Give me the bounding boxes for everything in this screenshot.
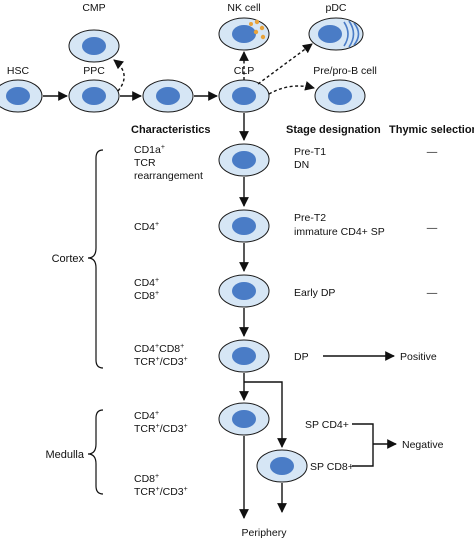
characteristic-text: TCR <box>134 423 156 435</box>
characteristic-superscript: + <box>156 486 160 493</box>
nk-label: NK cell <box>227 2 260 14</box>
characteristic-text: rearrangement <box>134 170 203 182</box>
characteristic-superscript: + <box>155 290 159 297</box>
cell-nk <box>218 17 270 51</box>
cmp-label: CMP <box>82 2 105 14</box>
stage-designation: DP <box>294 351 309 363</box>
cell-stage-early-dp <box>218 274 270 308</box>
characteristic-superscript: + <box>180 343 184 350</box>
preprob-label: Pre/pro-B cell <box>313 65 377 77</box>
arrow-clp-pdc <box>257 43 313 85</box>
thymic-selection-value: — <box>427 287 438 299</box>
positive-selection-label: Positive <box>400 351 437 363</box>
cell-cmp <box>68 29 120 63</box>
characteristic-text: /CD3 <box>160 486 184 498</box>
characteristic-line: TCR+/CD3+ <box>134 423 188 435</box>
characteristic-line: rearrangement <box>134 170 203 182</box>
nk-granule <box>253 29 259 35</box>
cell-hsc <box>0 79 43 113</box>
characteristic-line: CD8+ <box>134 473 159 485</box>
cell-clp <box>218 79 270 113</box>
characteristic-line: CD4+CD8+ <box>134 343 184 355</box>
characteristic-line: CD4+ <box>134 410 159 422</box>
cell-intermediate <box>142 79 194 113</box>
stage-designation: Pre-T2 <box>294 212 326 224</box>
hsc-label: HSC <box>7 65 30 77</box>
characteristic-superscript: + <box>184 356 188 363</box>
header-thymic-selection: Thymic selection <box>389 124 474 136</box>
thymic-selection-value: — <box>427 222 438 234</box>
nk-granule <box>259 25 265 31</box>
header-characteristics: Characteristics <box>131 124 211 136</box>
characteristic-line: CD1a+ <box>134 144 165 156</box>
characteristic-superscript: + <box>155 277 159 284</box>
negative-bracket <box>352 423 374 467</box>
nk-granule <box>249 22 253 26</box>
characteristic-text: CD4 <box>134 343 155 355</box>
pdc-dendrite <box>343 21 349 47</box>
clp-label: CLP <box>234 65 254 77</box>
characteristic-superscript: + <box>155 343 159 350</box>
stage-designation: DN <box>294 159 309 171</box>
characteristic-line: TCR+/CD3+ <box>134 356 188 368</box>
characteristic-superscript: + <box>155 410 159 417</box>
characteristic-text: CD4 <box>134 410 155 422</box>
stage-designation: immature CD4+ SP <box>294 226 385 238</box>
cell-stage-immature-sp <box>218 209 270 243</box>
cortex-brace <box>87 149 104 369</box>
cell-sp-cd4 <box>218 402 270 436</box>
characteristic-text: TCR <box>134 157 156 169</box>
cell-sp-cd8 <box>256 449 308 483</box>
negative-selection-label: Negative <box>402 439 444 451</box>
arrow-ppc-cmp <box>113 59 125 92</box>
cell-stage-dp <box>218 339 270 373</box>
characteristic-text: CD4 <box>134 277 155 289</box>
characteristics-column: CD1a+TCRrearrangementCD4+CD4+CD8+CD4+CD8… <box>134 144 203 498</box>
cell-stage-dn <box>218 143 270 177</box>
ppc-label: PPC <box>83 65 105 77</box>
characteristic-text: CD8 <box>134 473 155 485</box>
cortex-label: Cortex <box>52 253 85 265</box>
stage-designation: Early DP <box>294 287 335 299</box>
characteristic-text: /CD3 <box>160 423 184 435</box>
characteristic-text: CD4 <box>134 221 155 233</box>
pdc-label: pDC <box>325 2 346 14</box>
characteristic-text: CD8 <box>134 290 155 302</box>
nk-granule <box>254 19 260 25</box>
cell-pdc <box>308 17 364 51</box>
characteristic-line: TCR <box>134 157 156 169</box>
characteristic-superscript: + <box>184 486 188 493</box>
characteristic-superscript: + <box>156 356 160 363</box>
cell-preprob <box>314 79 366 113</box>
characteristic-line: CD8+ <box>134 290 159 302</box>
characteristic-line: TCR+/CD3+ <box>134 486 188 498</box>
nk-granule <box>260 34 266 40</box>
header-stage-designation: Stage designation <box>286 124 381 136</box>
pdc-dendrite <box>348 20 355 48</box>
characteristic-superscript: + <box>161 144 165 151</box>
characteristic-text: TCR <box>134 486 156 498</box>
characteristic-superscript: + <box>155 221 159 228</box>
periphery-label: Periphery <box>242 527 288 539</box>
characteristic-text: /CD3 <box>160 356 184 368</box>
sp-cd8-label: SP CD8+ <box>310 461 354 473</box>
characteristic-line: CD4+ <box>134 277 159 289</box>
sp-cd4-label: SP CD4+ <box>305 419 349 431</box>
characteristic-superscript: + <box>155 473 159 480</box>
characteristic-text: CD1a <box>134 144 161 156</box>
characteristic-line: CD4+ <box>134 221 159 233</box>
characteristic-text: TCR <box>134 356 156 368</box>
pdc-dendrite <box>353 22 360 46</box>
characteristic-text: CD8 <box>159 343 180 355</box>
characteristic-superscript: + <box>156 423 160 430</box>
characteristic-superscript: + <box>184 423 188 430</box>
cell-ppc <box>68 79 120 113</box>
medulla-label: Medulla <box>45 449 84 461</box>
arrow-clp-preprob <box>268 81 315 95</box>
arrow-dp-sp8 <box>244 381 287 448</box>
stage-designation: Pre-T1 <box>294 146 326 158</box>
medulla-brace <box>87 409 104 495</box>
thymic-selection-value: — <box>427 146 438 158</box>
